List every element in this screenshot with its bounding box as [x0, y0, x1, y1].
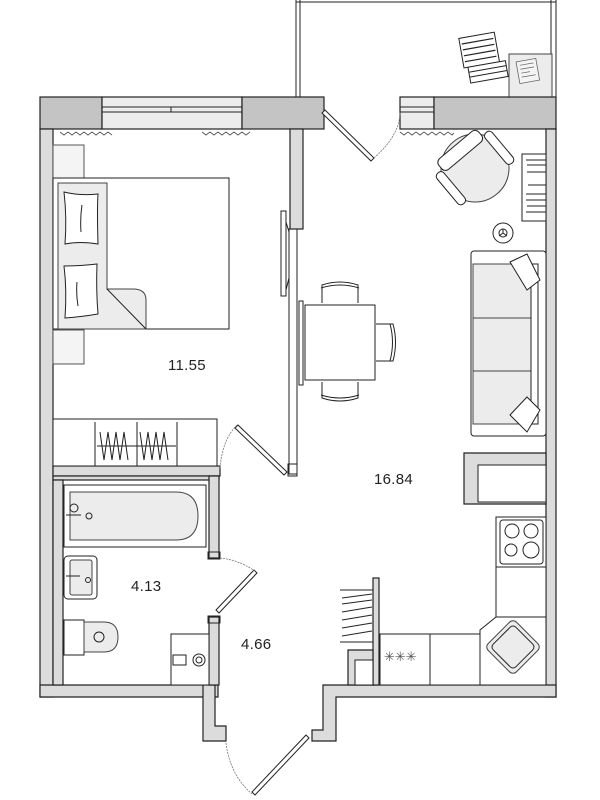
oven-counter — [379, 633, 431, 686]
bedroom-furniture — [52, 144, 290, 467]
bathroom-door — [215, 569, 258, 614]
bookshelf — [521, 153, 547, 222]
pillow — [63, 263, 99, 319]
dining-set — [298, 281, 396, 402]
oven-icon: ✳✳✳ — [384, 650, 417, 665]
dining-table — [304, 304, 376, 381]
bedroom-door — [234, 424, 288, 476]
window — [101, 96, 243, 130]
washing-machine — [170, 633, 210, 686]
balcony — [295, 0, 557, 98]
armchair — [435, 129, 515, 206]
walls — [39, 96, 557, 742]
counter — [495, 566, 547, 618]
cooktop — [495, 516, 547, 568]
living-furniture — [298, 129, 547, 437]
window — [399, 96, 435, 130]
nightstand — [52, 144, 85, 180]
kitchen: ✳✳✳ — [340, 516, 547, 686]
wardrobe — [52, 418, 218, 467]
chair — [376, 323, 396, 362]
dishwasher — [429, 633, 481, 686]
sofa — [470, 250, 547, 437]
bathroom-fixtures — [63, 484, 210, 686]
lounge-chair — [458, 31, 509, 84]
chair — [321, 281, 359, 303]
room-area-hallway: 4.66 — [241, 636, 272, 653]
room-area-bedroom: 11.55 — [168, 357, 206, 374]
entrance-door — [251, 734, 310, 796]
nightstand — [52, 329, 85, 365]
sink — [486, 620, 540, 674]
chair — [321, 382, 359, 402]
floor-lamp-icon — [492, 222, 514, 244]
toilet — [63, 619, 119, 656]
tv — [280, 210, 287, 297]
newspaper-icon — [515, 57, 541, 85]
doors — [215, 109, 401, 796]
room-area-bathroom: 4.13 — [131, 578, 162, 595]
balcony-door — [321, 109, 375, 162]
room-area-living-kitchen: 16.84 — [374, 471, 414, 488]
curtains — [59, 131, 455, 136]
